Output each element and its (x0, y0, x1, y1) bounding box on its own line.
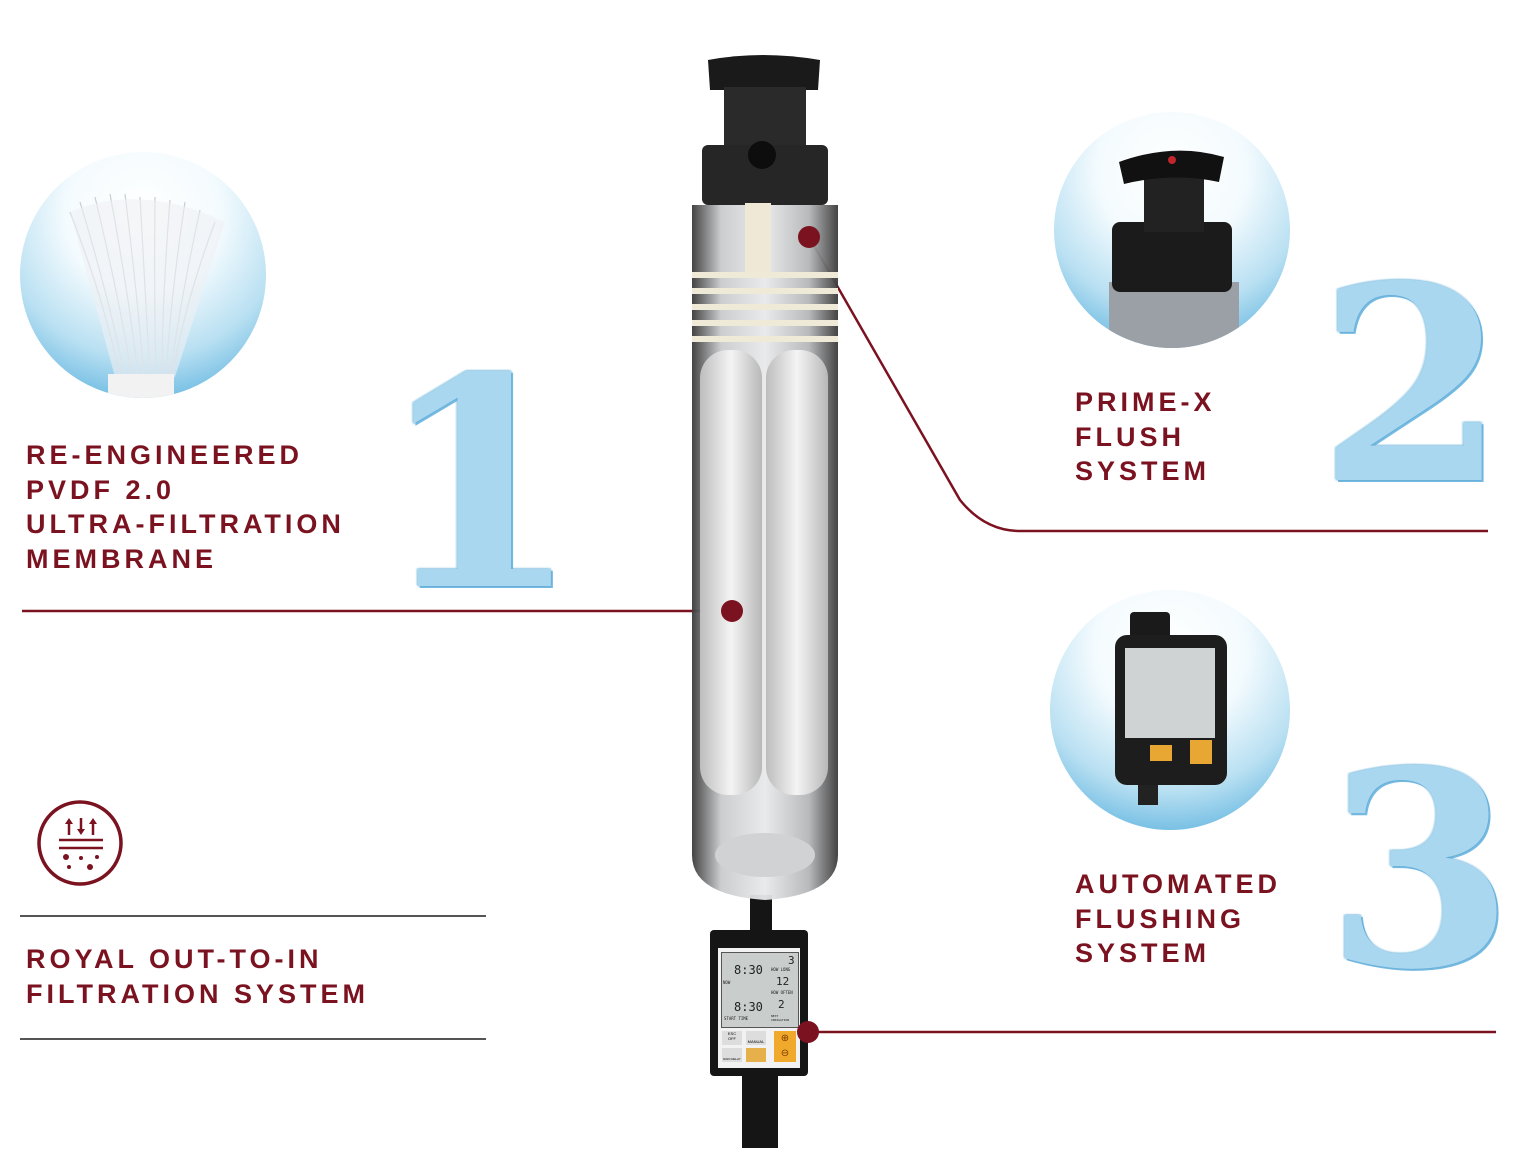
manual-button[interactable]: MANUAL (746, 1031, 766, 1045)
off-label: OFF (728, 1036, 736, 1041)
lcd-now-label: NOW (723, 980, 731, 985)
esc-label: ESC (727, 1031, 737, 1036)
feature-3-line: SYSTEM (1075, 938, 1211, 968)
feature-3-line: FLUSHING (1075, 903, 1245, 934)
feature-2-line: SYSTEM (1075, 456, 1211, 486)
feature-2-title: PRIME-X FLUSH SYSTEM (1075, 385, 1216, 489)
filter-product-image: 8:30 NOW 8:30 START TIME 3 HOW LONG 12 H… (680, 55, 850, 1148)
feature-1-line: ULTRA-FILTRATION (26, 509, 345, 539)
lcd-how-often-label: HOW OFTEN (771, 990, 793, 995)
feature-1-line: MEMBRANE (26, 543, 217, 574)
plus-minus-buttons[interactable]: ⊕⊖ (774, 1031, 796, 1062)
lcd-start-time: 8:30 (734, 1000, 763, 1014)
valve-head-image (1054, 112, 1290, 348)
bottom-feature-line: ROYAL OUT-TO-IN (26, 944, 323, 974)
callout-dot-1 (721, 600, 743, 622)
timer-device: 8:30 NOW 8:30 START TIME 3 HOW LONG 12 H… (710, 930, 808, 1076)
feature-3-line: AUTOMATED (1075, 869, 1281, 899)
lcd-start-label: START TIME (724, 1016, 749, 1021)
water-numeral-2: 2 (1318, 226, 1506, 544)
timer-controller-illustration (1115, 612, 1227, 805)
rain-delay-label: RAIN DELAY (723, 1057, 741, 1061)
manual-label: MANUAL (747, 1039, 765, 1044)
callout-dot-2 (798, 226, 820, 248)
lcd-how-long-label: HOW LONG (771, 967, 791, 972)
bottom-feature-line: FILTRATION SYSTEM (26, 978, 369, 1009)
feature-3-title: AUTOMATED FLUSHING SYSTEM (1075, 867, 1281, 971)
feature-1-title: RE-ENGINEERED PVDF 2.0 ULTRA-FILTRATION … (26, 438, 345, 576)
water-numeral-3: 3 (1326, 711, 1514, 1029)
feature-1-line: PVDF 2.0 (26, 474, 176, 505)
filter-illustration (692, 55, 838, 1148)
filtration-flow-icon (37, 800, 123, 886)
lcd-how-often: 12 (776, 975, 790, 988)
feature-2-line: PRIME-X (1075, 387, 1216, 417)
callout-dot-3 (797, 1021, 819, 1043)
lcd-next: 2 (778, 998, 785, 1011)
feature-1-line: RE-ENGINEERED (26, 440, 304, 470)
rain-delay-button[interactable]: RAIN DELAY (722, 1048, 742, 1062)
membrane-fibers-illustration (69, 193, 225, 398)
membrane-image (20, 152, 266, 398)
lcd-next-label: NEXT IRRIGATION (771, 1014, 790, 1022)
lcd-how-long: 3 (788, 954, 795, 967)
lcd-now-time: 8:30 (734, 963, 763, 977)
feature-2-line: FLUSH (1075, 421, 1185, 452)
callout-line-2 (807, 236, 1488, 533)
bottom-feature-title: ROYAL OUT-TO-IN FILTRATION SYSTEM (26, 942, 369, 1011)
valve-head-illustration (1109, 150, 1239, 348)
program-button[interactable] (746, 1048, 766, 1062)
water-numeral-1: 1 (378, 315, 580, 655)
timer-controller-image (1050, 590, 1290, 830)
